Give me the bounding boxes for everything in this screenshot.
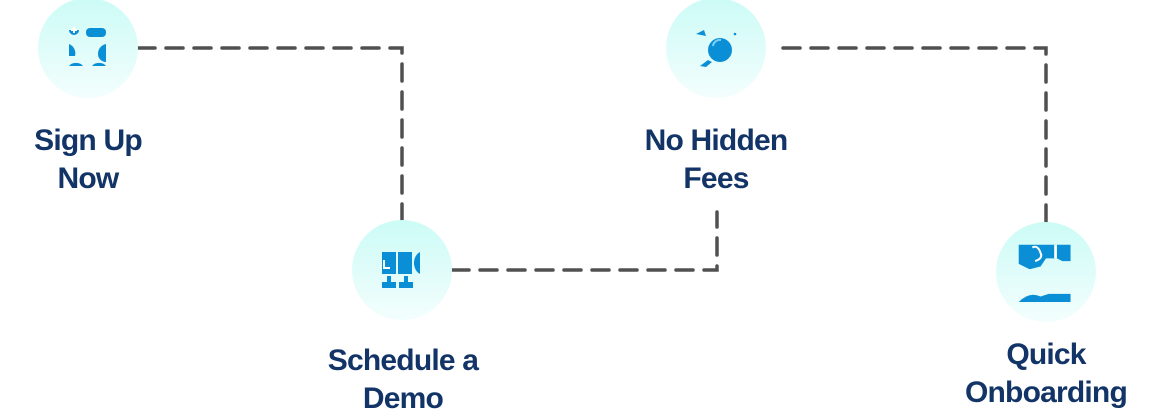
step-title-line1: Schedule a — [327, 344, 479, 377]
connector-signup-to-demo — [136, 46, 404, 222]
step-icon-circle — [996, 222, 1096, 322]
step-title: Sign Up Now — [0, 122, 176, 198]
step-title-line1: Quick — [1006, 338, 1086, 371]
step-title-line2: Demo — [362, 382, 444, 415]
step-icon-circle — [38, 0, 138, 98]
step-title-line2: Onboarding — [965, 376, 1128, 409]
step-title-line2: Fees — [683, 162, 749, 195]
step-title: No Hidden Fees — [618, 122, 814, 198]
step-icon-circle — [666, 0, 766, 98]
handshake-icon — [1018, 244, 1071, 302]
connector-fees-to-onboarding — [781, 46, 1048, 224]
user-sign-up-icon — [69, 27, 106, 66]
demo-presentation-icon — [382, 252, 420, 288]
step-title-line1: Sign Up — [34, 124, 143, 157]
step-icon-circle — [352, 220, 452, 320]
step-title-line2: Now — [57, 162, 120, 195]
step-title-line1: No Hidden — [644, 124, 789, 157]
step-title: Quick Onboarding — [946, 336, 1146, 412]
step-title: Schedule a Demo — [303, 342, 503, 418]
connector-demo-to-fees — [450, 210, 719, 272]
magnifier-transparency-icon — [696, 30, 737, 67]
